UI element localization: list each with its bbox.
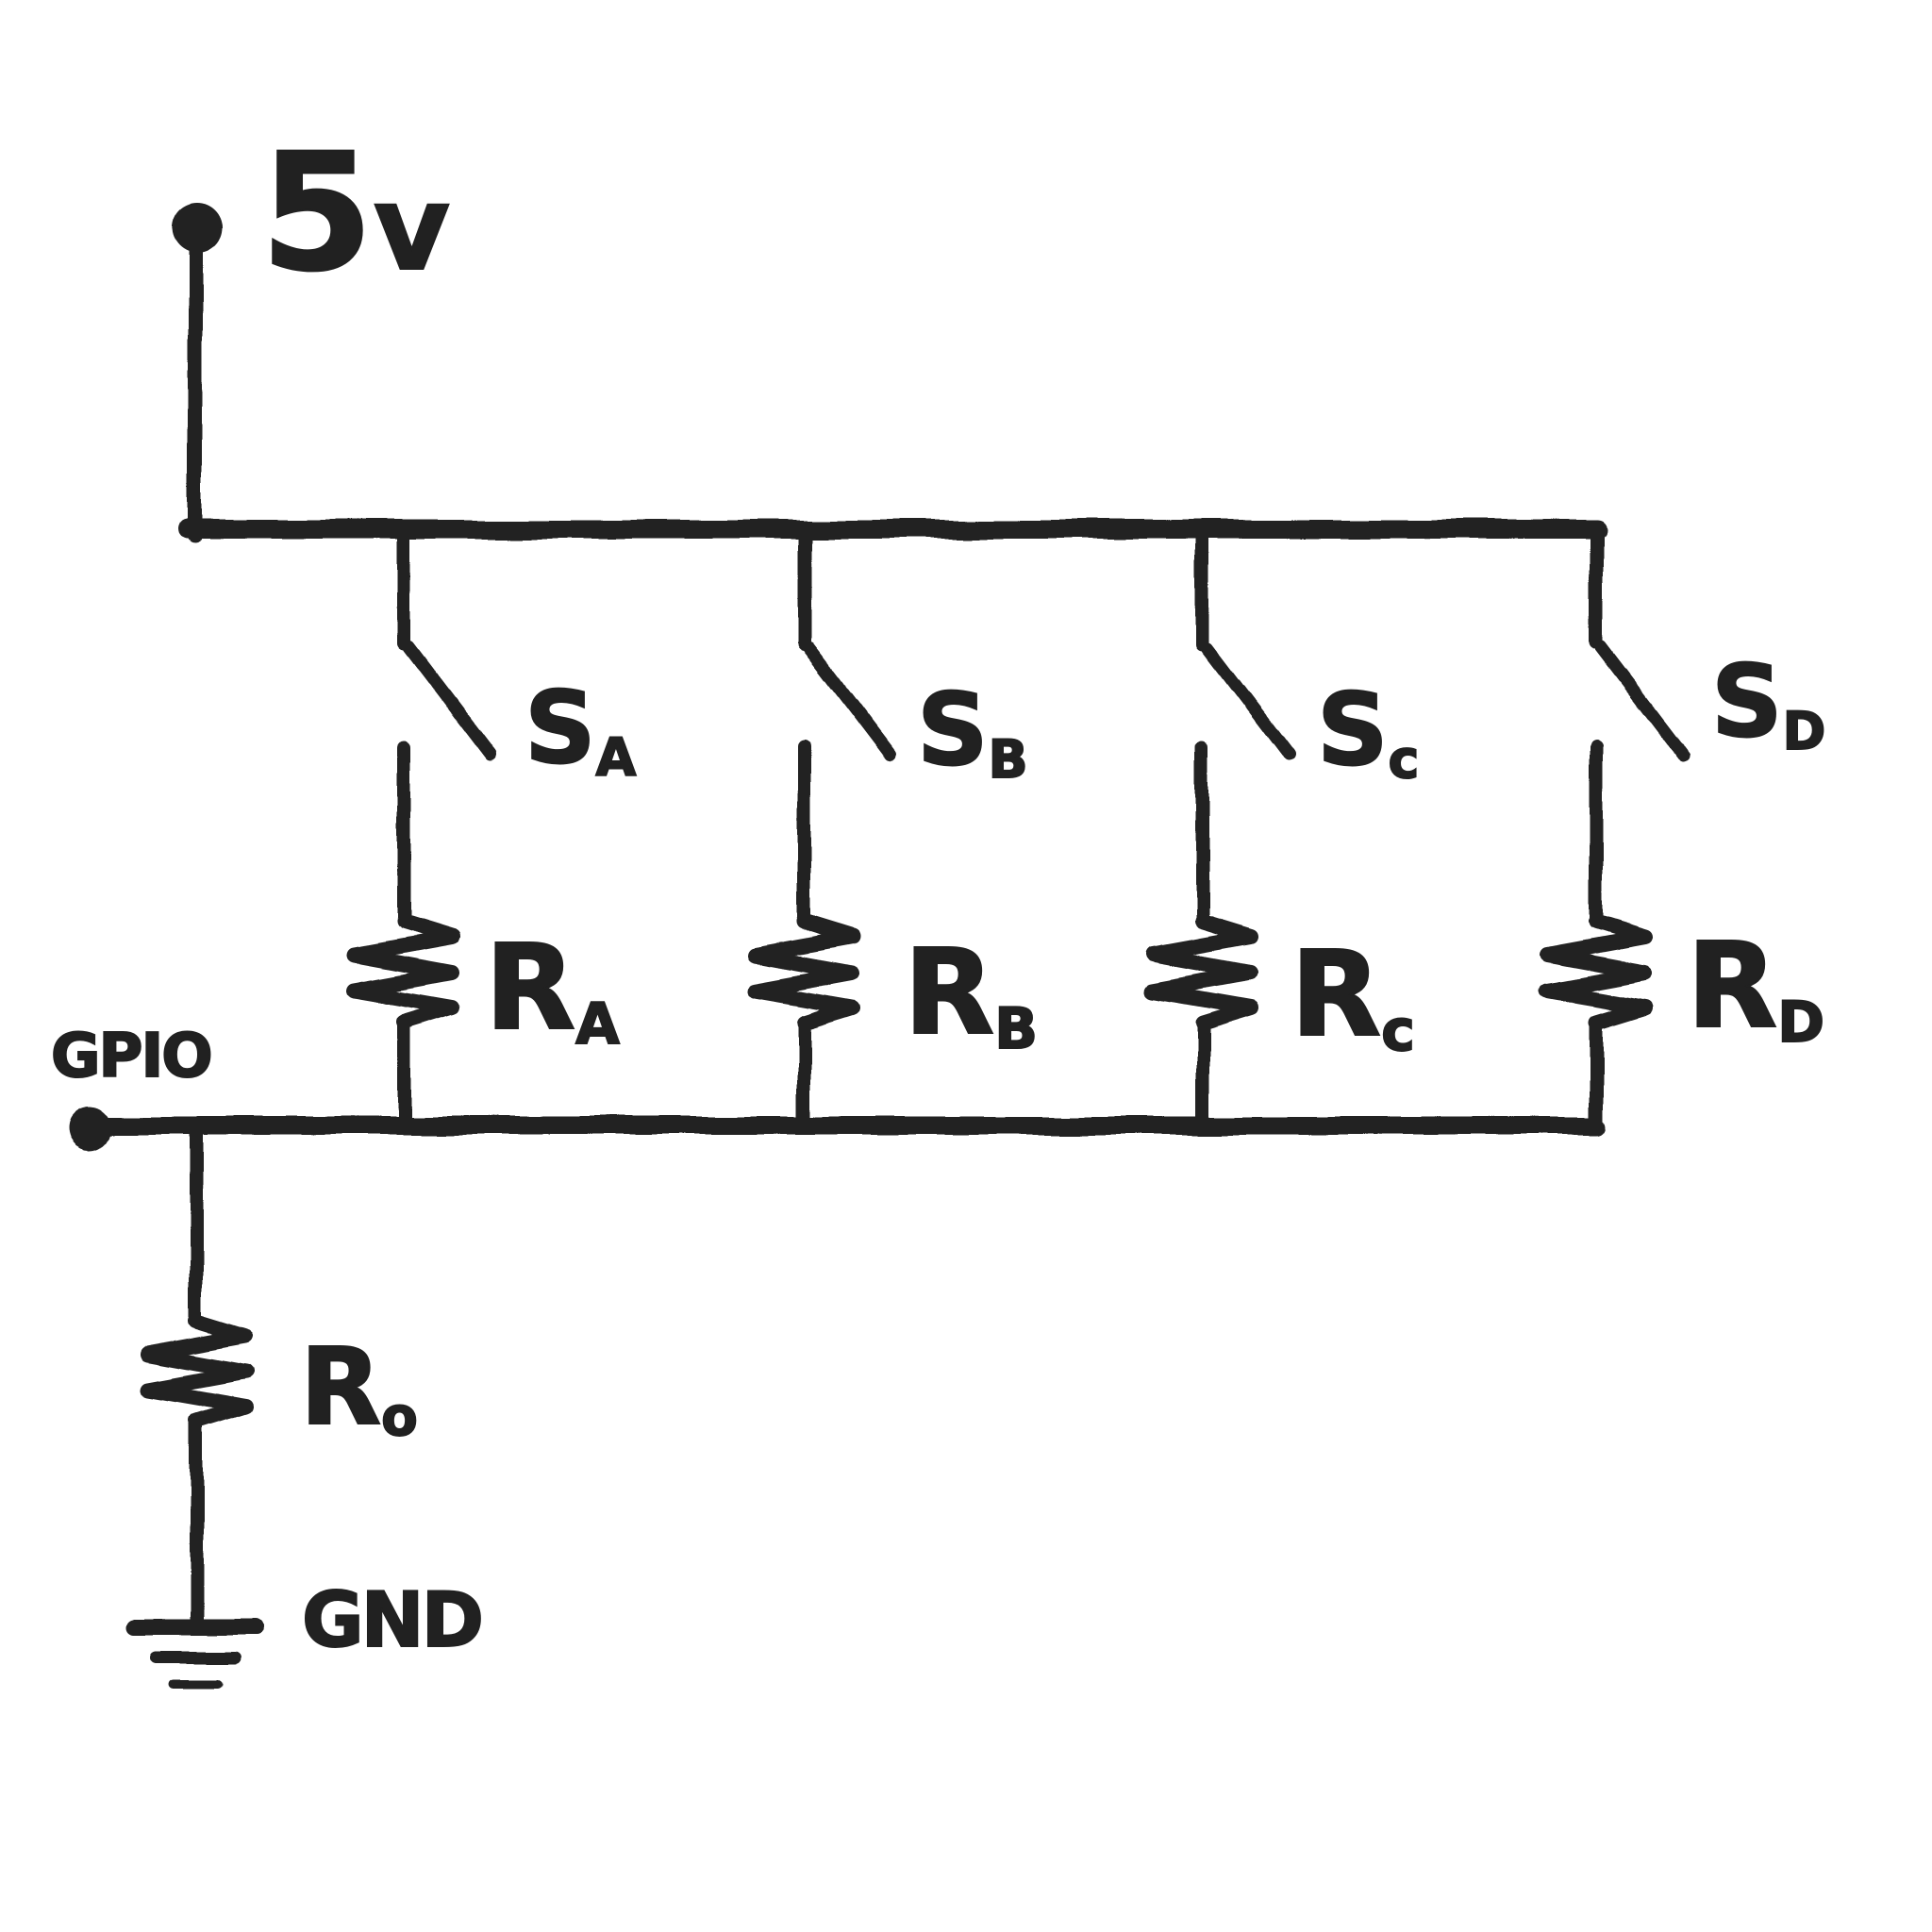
switch-a-blade xyxy=(402,641,497,761)
output-branch xyxy=(126,1119,264,1689)
switch-d-label-main: S xyxy=(1710,644,1784,759)
resistor-o-label: Ro xyxy=(299,1326,419,1449)
resistor-a-label-main: R xyxy=(484,920,576,1057)
switch-a-label: SA xyxy=(524,671,637,786)
resistor-a-label: RA xyxy=(484,920,621,1057)
resistor-o-label-main: R xyxy=(299,1326,382,1449)
resistor-d-zigzag xyxy=(1540,914,1653,1030)
switch-c-label-main: S xyxy=(1316,673,1390,788)
resistor-o-label-sub: o xyxy=(380,1387,419,1448)
supply-voltage-value: 5 xyxy=(259,118,375,308)
switch-d-blade xyxy=(1594,641,1690,761)
ground-label: GND xyxy=(301,1576,485,1664)
switch-c-label: Sc xyxy=(1316,673,1420,788)
gpio-node-dot xyxy=(68,1107,111,1150)
resistor-b-label: RB xyxy=(903,924,1039,1061)
resistor-b-label-main: R xyxy=(903,924,995,1061)
switch-b-blade xyxy=(802,641,897,761)
resistor-b-label-sub: B xyxy=(993,996,1039,1062)
gpio-label: GPIO xyxy=(50,1022,214,1091)
resistor-o-zigzag xyxy=(140,1313,253,1429)
supply-voltage-unit: v xyxy=(373,160,451,297)
switch-b-label-sub: B xyxy=(988,729,1029,790)
switch-c-label-sub: c xyxy=(1388,729,1421,790)
resistor-c-zigzag xyxy=(1145,914,1258,1030)
resistor-d-label-main: R xyxy=(1686,918,1778,1055)
branch-d xyxy=(1540,523,1690,1132)
switch-b-label-main: S xyxy=(916,673,990,788)
resistor-b-zigzag xyxy=(747,914,860,1030)
switch-d-label-sub: D xyxy=(1782,701,1827,761)
supply-voltage-label: 5v xyxy=(259,131,451,297)
resistor-a-zigzag xyxy=(347,914,460,1030)
resistor-c-label-main: R xyxy=(1290,926,1382,1063)
switch-d-label: SD xyxy=(1710,644,1827,761)
branch-c xyxy=(1145,523,1295,1132)
resistor-c-label: Rc xyxy=(1290,926,1416,1063)
5v-node-dot xyxy=(172,203,223,254)
switch-c-blade xyxy=(1200,641,1295,761)
resistor-a-label-sub: A xyxy=(575,991,620,1058)
resistor-c-label-sub: c xyxy=(1380,998,1416,1064)
branch-b xyxy=(747,523,897,1132)
branch-a xyxy=(347,523,497,1132)
switch-b-label: SB xyxy=(916,673,1029,788)
switch-a-label-main: S xyxy=(524,671,597,786)
switch-a-label-sub: A xyxy=(595,727,638,788)
resistor-d-label-sub: D xyxy=(1776,990,1825,1056)
resistor-d-label: RD xyxy=(1686,918,1825,1055)
